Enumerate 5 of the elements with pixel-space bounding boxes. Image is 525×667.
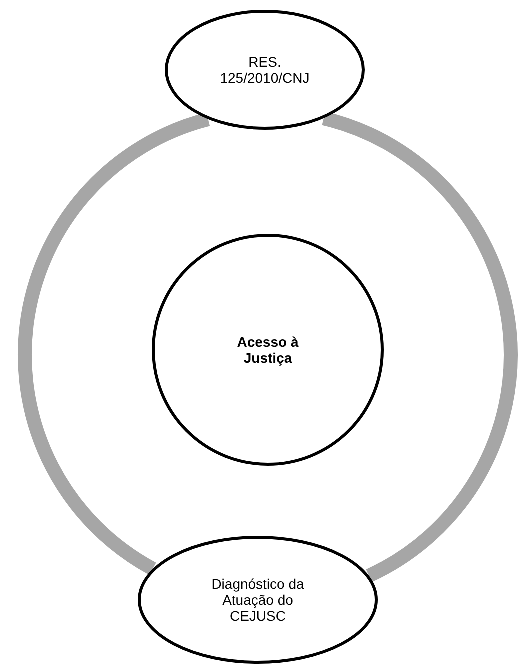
node-label: Diagnóstico da Atuação do CEJUSC bbox=[210, 576, 306, 624]
ring-arc-connector bbox=[322, 112, 518, 582]
node-label: Acesso à Justiça bbox=[236, 334, 300, 366]
node-label: RES. 125/2010/CNJ bbox=[219, 54, 311, 86]
ring-arc-connector bbox=[18, 112, 210, 575]
